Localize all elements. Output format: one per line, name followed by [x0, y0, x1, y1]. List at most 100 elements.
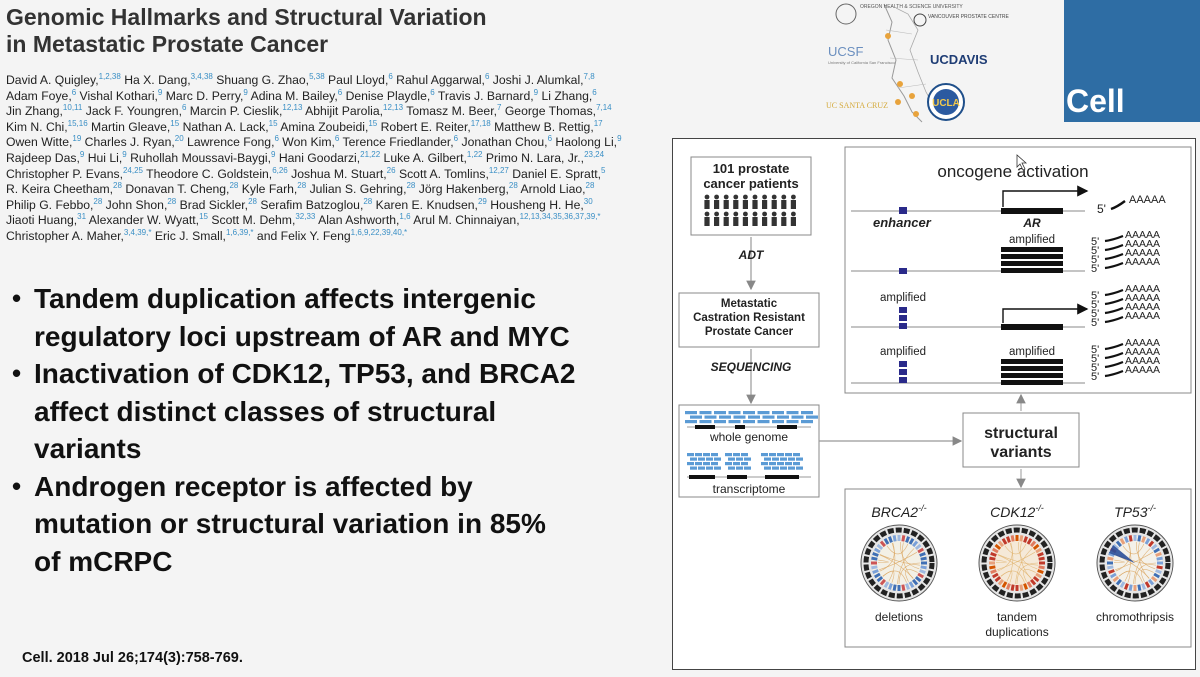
transcript-tail: [1104, 306, 1124, 315]
enhancer-copy: [899, 377, 907, 383]
genome-read: [757, 420, 770, 424]
paper-title-line-2: in Metastatic Prostate Cancer: [6, 31, 329, 57]
affiliation-superscript: 15: [170, 119, 180, 128]
ar-gene-copy: [1001, 359, 1063, 364]
transcript-read: [733, 462, 740, 466]
polya-label: AAAAA: [1125, 238, 1160, 250]
author-name: Travis J. Barnard,: [434, 88, 534, 103]
author-name: Eric J. Small,: [151, 228, 226, 243]
affiliation-superscript: 9: [79, 150, 85, 159]
transcript-read: [785, 453, 792, 457]
transcript-read: [711, 453, 718, 457]
enhancer-copy: [899, 361, 907, 367]
transcript-read: [714, 457, 721, 461]
cdk12-label: CDK12-/-: [990, 503, 1044, 520]
affiliation-superscript: 15: [368, 119, 378, 128]
polya-label: AAAAA: [1125, 256, 1160, 268]
patient-icon: [790, 194, 796, 209]
ar-gene-block: [1001, 208, 1063, 214]
affiliation-superscript: 28: [585, 182, 595, 191]
affiliation-superscript: 1,6,39,*: [225, 228, 254, 237]
transcript-read: [687, 453, 694, 457]
genome-read: [699, 420, 712, 424]
affiliation-superscript: 9: [533, 88, 539, 97]
transcript-tail: [1104, 369, 1124, 378]
affiliation-superscript: 20: [174, 135, 184, 144]
polya-label: AAAAA: [1125, 301, 1160, 313]
transcript-read: [741, 462, 748, 466]
ar-gene-copy: [1001, 261, 1063, 266]
transcript-tail: [1104, 261, 1124, 270]
affiliation-superscript: 21,22: [360, 150, 381, 159]
affiliation-superscript: 12,13,34,35,36,37,39,*: [519, 213, 601, 222]
transcript-read: [736, 466, 743, 470]
transcript-read: [793, 453, 800, 457]
polya-label: AAAAA: [1125, 229, 1160, 241]
transcript-read: [780, 466, 787, 470]
genome-read: [719, 415, 731, 419]
genome-read: [743, 420, 755, 424]
author-name: Shuang G. Zhao,: [212, 73, 310, 87]
author-name: Joshi J. Alumkal,: [489, 73, 584, 87]
transcript-read: [698, 457, 705, 461]
author-name: Donavan T. Cheng,: [121, 182, 230, 197]
five-prime-label: 5': [1091, 299, 1099, 311]
genome-read: [801, 420, 813, 424]
chromothripsis-label: chromothripsis: [1096, 610, 1174, 624]
author-name: Luke A. Gilbert,: [380, 150, 467, 165]
ucla-logo-text: UCLA: [932, 98, 960, 109]
transcript-read: [744, 457, 751, 461]
five-prime-label: 5': [1091, 353, 1099, 365]
transcript-read: [690, 457, 697, 461]
author-name: Kyle Farh,: [238, 182, 298, 197]
author-line: R. Keira Cheetham,28 Donavan T. Cheng,28…: [6, 182, 674, 198]
author-name: John Shon,: [102, 197, 168, 212]
affiliation-superscript: 6: [71, 88, 77, 97]
author-name: Jack F. Youngren,: [82, 104, 182, 119]
genome-read: [743, 411, 755, 415]
author-name: Ha X. Dang,: [120, 73, 191, 87]
transcript-read: [698, 466, 705, 470]
ohsu-logo-text: OREGON HEALTH & SCIENCE UNIVERSITY: [860, 4, 963, 10]
affiliation-superscript: 6,26: [272, 166, 288, 175]
author-line: Rajdeep Das,9 Hui Li,9 Ruhollah Moussavi…: [6, 151, 674, 167]
patient-icon: [781, 211, 787, 226]
genome-segment: [777, 425, 797, 429]
genome-read: [786, 411, 799, 415]
ar-gene-copy: [1001, 373, 1063, 378]
author-name: David A. Quigley,: [6, 73, 99, 87]
affiliation-superscript: 6: [547, 135, 553, 144]
transcript-read: [744, 466, 751, 470]
affiliation-superscript: 9: [157, 88, 163, 97]
transcript-read: [703, 453, 710, 457]
affiliation-superscript: 28: [508, 182, 518, 191]
author-name: Tomasz M. Beer,: [403, 104, 497, 119]
polya-label: AAAAA: [1125, 310, 1160, 322]
mcrpc-label-line-1: Metastatic: [721, 298, 778, 310]
patient-icon: [762, 211, 768, 226]
key-finding-line: Tandem duplication affects intergenic: [34, 283, 537, 314]
affiliation-superscript: 6: [274, 135, 279, 144]
transcript-read: [725, 453, 732, 457]
author-name: Kim N. Chi,: [6, 119, 68, 134]
genome-read: [699, 411, 712, 415]
five-prime-label: 5': [1091, 344, 1099, 356]
author-line: Owen Witte,19 Charles J. Ryan,20 Lawrenc…: [6, 135, 674, 151]
affiliation-superscript: 28: [113, 182, 122, 191]
transcript-read: [687, 462, 694, 466]
patient-icon: [752, 211, 758, 226]
ucsf-logo-text: UCSF: [828, 44, 863, 59]
author-name: Christopher P. Evans,: [6, 166, 123, 181]
patient-icon: [733, 194, 739, 209]
author-line: David A. Quigley,1,2,38 Ha X. Dang,3,4,3…: [6, 73, 674, 89]
genome-segment: [735, 425, 745, 429]
circos-plots: [860, 524, 1174, 602]
affiliation-superscript: 12,13: [282, 104, 303, 113]
author-name: Brad Sickler,: [176, 197, 249, 212]
author-name: Charles J. Ryan,: [81, 135, 175, 150]
transcript-tail: [1104, 342, 1124, 351]
affiliation-superscript: 6: [453, 135, 459, 144]
affiliation-superscript: 24,25: [122, 166, 144, 175]
